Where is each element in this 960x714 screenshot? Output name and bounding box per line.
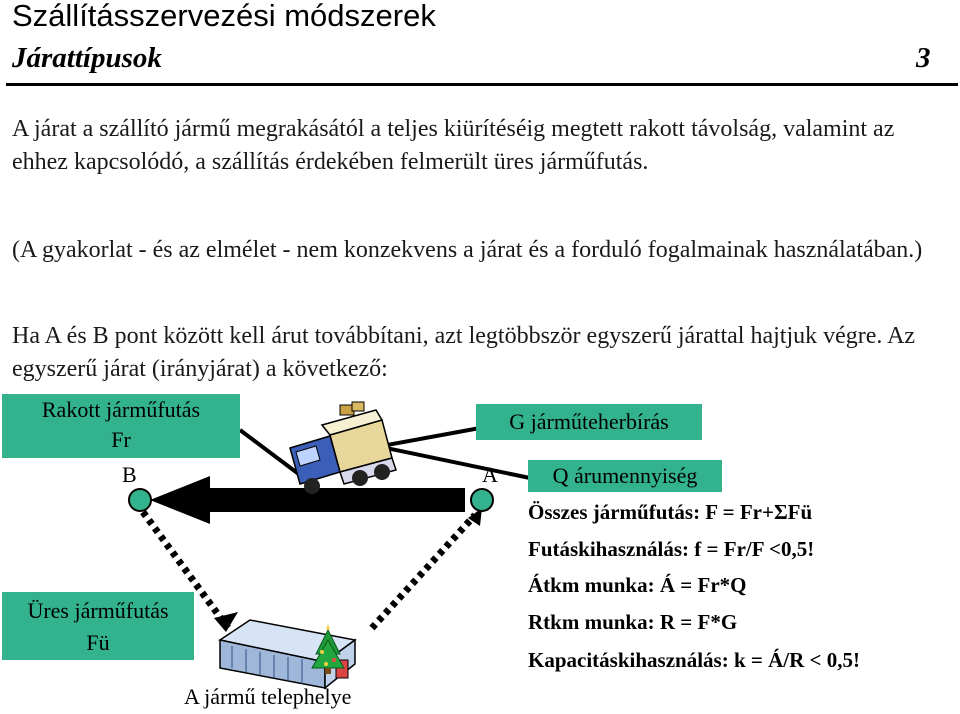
quantity-label-box: Q árumennyiség	[528, 460, 722, 492]
capacity-label-box: G járműteherbírás	[476, 404, 702, 440]
slide-subtitle: Járattípusok	[12, 42, 162, 74]
definition-paragraph: A járat a szállító jármű megrakásától a …	[12, 116, 895, 175]
point-a-label: A	[482, 462, 498, 487]
header-rule	[6, 83, 958, 86]
formula-capacity-utilization: Kapacitáskihasználás: k = Á/R < 0,5!	[528, 648, 860, 672]
empty-run-label-box: Üres járműfutás Fü	[2, 592, 194, 660]
depot-label: A jármű telephelye	[184, 684, 352, 709]
formula-tonne-km-work: Átkm munka: Á = Fr*Q	[528, 573, 747, 597]
loaded-run-arrow	[150, 476, 465, 524]
point-b-label: B	[122, 462, 137, 487]
truck-icon	[289, 401, 397, 494]
point-b-circle	[128, 488, 152, 512]
empty-run-symbol: Fü	[86, 630, 110, 655]
formula-capacity-km-work: Rtkm munka: R = F*G	[528, 610, 738, 634]
christmas-tree-icon	[311, 624, 345, 674]
loaded-run-symbol: Fr	[111, 427, 131, 452]
empty-run-arrowhead-depot	[214, 612, 238, 632]
intro-paragraph: Ha A és B pont között kell árut továbbít…	[12, 323, 916, 382]
point-a-circle	[470, 488, 494, 512]
slide-title: Szállításszervezési módszerek	[12, 0, 436, 33]
note-paragraph: (A gyakorlat - és az elmélet - nem konze…	[12, 237, 923, 263]
page-number: 3	[916, 42, 931, 74]
empty-run-label: Üres járműfutás	[27, 598, 169, 623]
empty-run-arrowhead-a	[468, 508, 482, 526]
loaded-run-label-box: Rakott járműfutás Fr	[2, 394, 240, 458]
formula-total-run: Összes járműfutás: F = Fr+ΣFü	[528, 500, 813, 524]
formula-run-utilization: Futáskihasználás: f = Fr/F <0,5!	[528, 537, 815, 561]
empty-run-dotted-lines	[140, 509, 478, 631]
loaded-run-label: Rakott járműfutás	[41, 397, 201, 422]
